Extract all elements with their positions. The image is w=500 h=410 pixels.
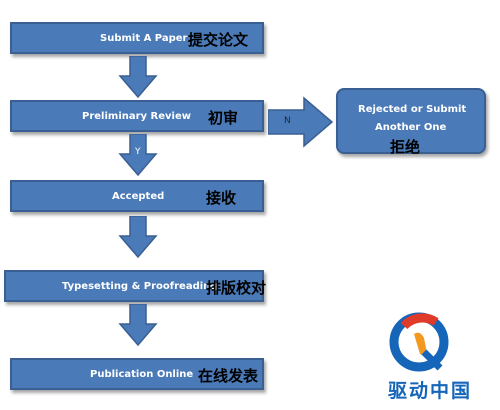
- step-submit-label-en: Submit A Paper: [100, 33, 188, 44]
- arrow-right-no: [268, 96, 334, 148]
- step-submit-label-zh: 提交论文: [188, 31, 249, 49]
- step-publication-label-zh: 在线发表: [198, 367, 259, 385]
- arrow-down-1: [118, 56, 158, 98]
- step-submit-paper: Submit A Paper 提交论文: [10, 22, 264, 54]
- edge-label-no: N: [284, 116, 291, 126]
- step-review-label-en: Preliminary Review: [82, 111, 191, 122]
- brand-logo-text: 驱动中国: [388, 380, 473, 402]
- step-rejected-label-en-line2: Another One: [375, 122, 447, 133]
- step-accepted: Accepted 接收: [10, 180, 264, 212]
- edge-label-yes: Y: [135, 147, 141, 157]
- step-review-label-zh: 初审: [208, 109, 239, 127]
- step-rejected-label-en-line1: Rejected or Submit: [358, 104, 467, 115]
- step-publication-label-en: Publication Online: [90, 369, 194, 380]
- step-typesetting: Typesetting & Proofreading 排版校对: [4, 270, 267, 302]
- step-accepted-label-en: Accepted: [112, 191, 165, 202]
- step-rejected-label-zh: 拒绝: [390, 138, 421, 156]
- step-typesetting-label-zh: 排版校对: [206, 279, 267, 297]
- step-typesetting-label-en: Typesetting & Proofreading: [62, 281, 218, 292]
- arrow-down-3: [118, 216, 158, 258]
- brand-logo-icon: [389, 312, 449, 372]
- arrow-down-yes: [118, 134, 158, 176]
- step-preliminary-review: Preliminary Review 初审: [10, 100, 264, 132]
- step-publication-online: Publication Online 在线发表: [10, 358, 264, 390]
- step-accepted-label-zh: 接收: [206, 189, 237, 207]
- arrow-down-4: [118, 304, 158, 346]
- step-rejected: Rejected or Submit Another One 拒绝: [336, 88, 486, 156]
